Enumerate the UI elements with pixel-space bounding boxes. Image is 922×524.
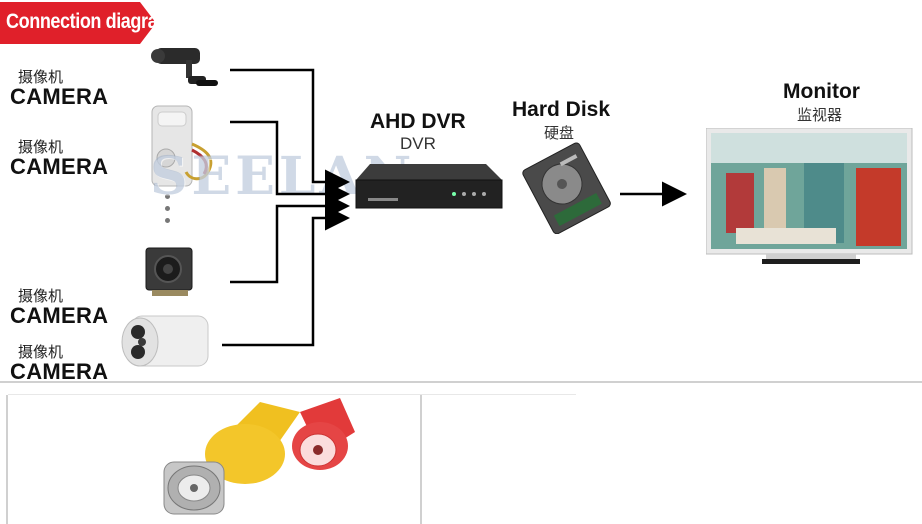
section-divider: [0, 381, 922, 383]
hard-disk-subtitle: 硬盘: [544, 125, 575, 142]
mini-box-camera-icon: [145, 247, 193, 296]
dvr-title: AHD DVR: [370, 110, 466, 133]
more-cameras-dot-3: [165, 218, 170, 223]
monitor-title: Monitor: [783, 80, 860, 103]
pir-hidden-camera-icon: [151, 105, 213, 187]
camera-label-zh-2: 摄像机: [18, 139, 64, 156]
bullet-mini-camera-icon: [151, 48, 218, 86]
badge-label: Connection diagram: [6, 10, 173, 33]
camera-label-en-4: CAMERA: [10, 359, 109, 384]
camera-label-zh-1: 摄像机: [18, 69, 64, 86]
camera-label-en-3: CAMERA: [10, 303, 109, 328]
connection-lines: [222, 68, 687, 347]
photo-border-top: [8, 394, 576, 395]
dvr-subtitle: DVR: [400, 134, 436, 153]
more-cameras-dot-1: [165, 194, 170, 199]
photo-border-left: [6, 395, 8, 524]
hard-disk-icon: [522, 142, 611, 234]
bullet-ir-camera-icon: [121, 315, 209, 367]
monitor-subtitle: 监视器: [797, 107, 843, 124]
camera-label-zh-3: 摄像机: [18, 288, 64, 305]
camera-label-en-2: CAMERA: [10, 154, 109, 179]
connection-diagram-badge: Connection diagram: [0, 2, 173, 44]
badge-arrow-shape: [0, 2, 156, 44]
monitor-icon: [706, 128, 913, 264]
dvr-box-icon: [355, 164, 503, 209]
photo-border-right: [420, 395, 422, 524]
camera-label-en-1: CAMERA: [10, 84, 109, 109]
more-cameras-dot-2: [165, 206, 170, 211]
camera-label-zh-4: 摄像机: [18, 344, 64, 361]
hard-disk-title: Hard Disk: [512, 98, 611, 121]
bnc-dc-cable-icon: [163, 398, 355, 515]
